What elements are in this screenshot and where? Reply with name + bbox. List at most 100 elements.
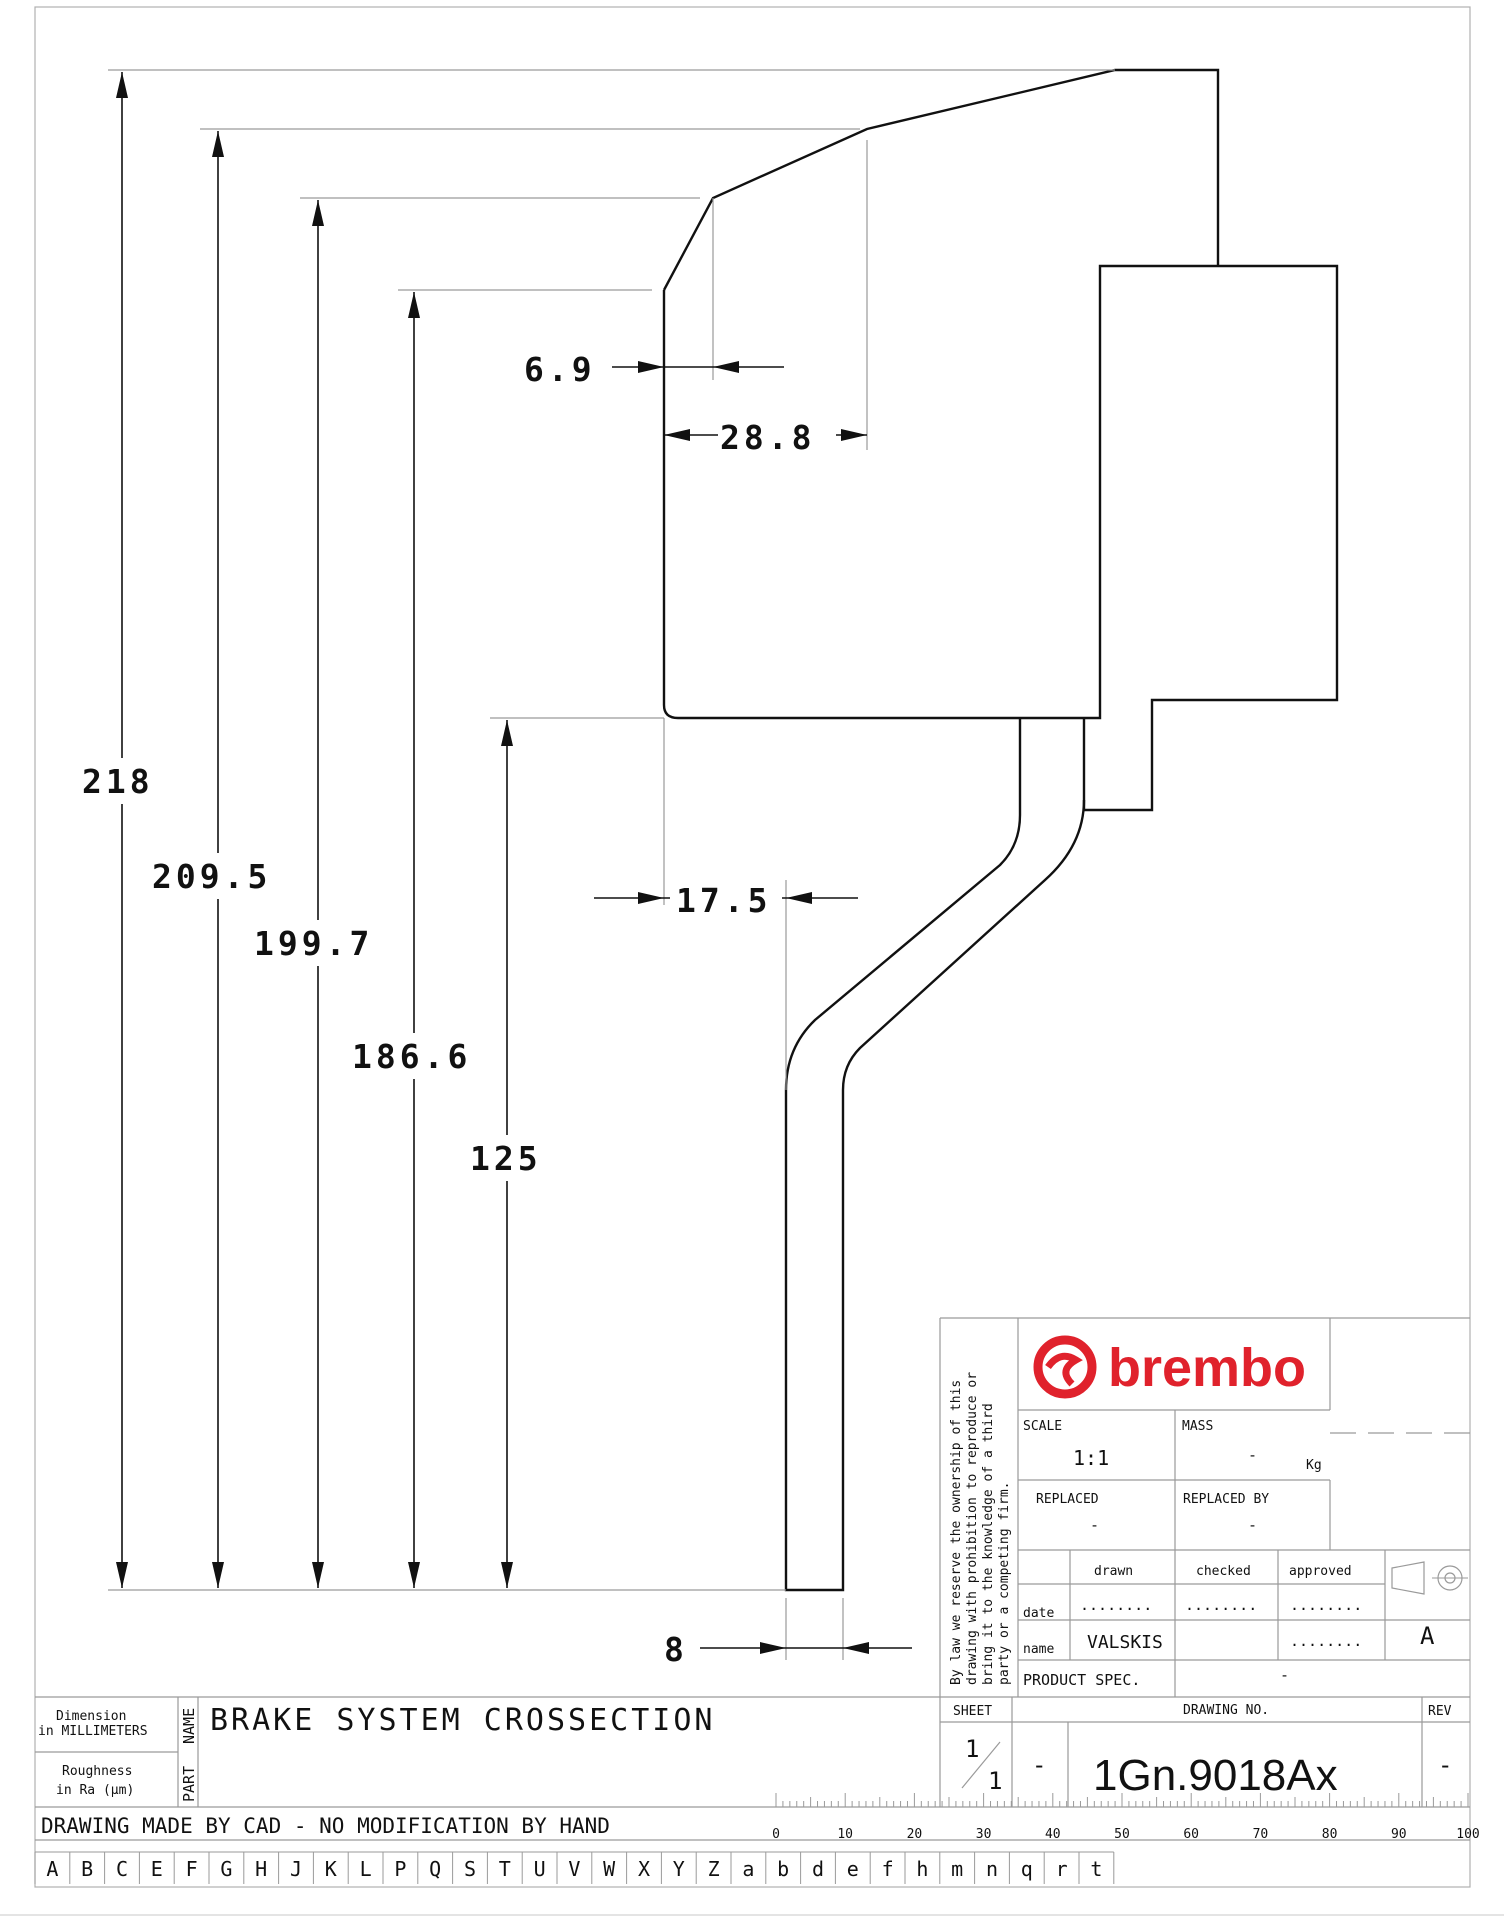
part-name: BRAKE SYSTEM CROSSECTION [210,1703,715,1738]
mass-unit: Kg [1306,1458,1322,1473]
grid-letter: q [1021,1857,1033,1881]
dim-8: 8 [664,1630,688,1669]
name-vertical-label: NAME [180,1708,198,1744]
ruler-label: 100 [1456,1827,1479,1842]
grid-letter: C [116,1857,128,1881]
grid-letter: S [464,1857,476,1881]
rev-label: REV [1428,1704,1452,1719]
mass-label: MASS [1182,1419,1213,1434]
name-label: name [1023,1642,1054,1657]
ruler-label: 80 [1322,1827,1338,1842]
sheet-label: SHEET [953,1704,992,1719]
cad-note: DRAWING MADE BY CAD - NO MODIFICATION BY… [41,1814,610,1838]
legal-notice: By law we reserve the ownership of this … [949,1372,1012,1685]
scale-ruler: 0 10 20 30 40 50 60 70 80 90 100 [772,1793,1480,1842]
legal-line-3: bring it to the knowledge of a third [981,1403,996,1685]
grid-letter: r [1056,1857,1068,1881]
roughness-label-1: Roughness [62,1764,132,1779]
grid-letter: t [1090,1857,1102,1881]
ruler-label: 30 [976,1827,992,1842]
drawn-name: VALSKIS [1087,1632,1163,1653]
grid-letter: L [360,1857,372,1881]
dim-17-5: 17.5 [676,881,771,920]
replaced-by-value: - [1248,1516,1257,1534]
scale-label: SCALE [1023,1419,1062,1434]
ruler-label: 70 [1253,1827,1269,1842]
ruler-label: 10 [837,1827,853,1842]
drawn-label: drawn [1094,1564,1133,1579]
dim-125: 125 [470,1139,542,1178]
grid-letter: T [499,1857,511,1881]
date-checked-dots: ........ [1185,1596,1257,1614]
grid-letter: E [151,1857,163,1881]
grid-letter: F [186,1857,198,1881]
part-outline [662,68,1339,1592]
date-approved-dots: ........ [1290,1596,1362,1614]
sheet-dash: - [1032,1751,1046,1779]
grid-letter: K [325,1857,337,1881]
date-drawn-dots: ........ [1080,1596,1152,1614]
grid-letter: V [568,1857,580,1881]
name-approved-dots: ........ [1290,1632,1362,1650]
projection-letter: A [1420,1622,1435,1650]
grid-letter: G [220,1857,232,1881]
grid-letter: W [603,1857,616,1881]
sheet-number: 1 [965,1735,979,1763]
ruler-label: 90 [1391,1827,1407,1842]
ruler-label: 60 [1183,1827,1199,1842]
product-spec-label: PRODUCT SPEC. [1023,1671,1140,1689]
replaced-by-label: REPLACED BY [1183,1492,1269,1507]
grid-letter: H [255,1857,267,1881]
grid-letter: m [951,1857,963,1881]
grid-letter: P [394,1857,406,1881]
legal-line-4: party or a competing firm. [997,1482,1012,1686]
grid-letter: A [46,1857,58,1881]
grid-letter: e [847,1857,859,1881]
dim-209-5: 209.5 [152,857,271,896]
rev-value: - [1438,1751,1452,1779]
pad-block-outline [662,264,1339,812]
replaced-value: - [1090,1516,1099,1534]
dim-6-9: 6.9 [524,350,596,389]
ruler-label: 40 [1045,1827,1061,1842]
grid-letter: B [81,1857,93,1881]
dim-199-7: 199.7 [254,924,373,963]
drawing-number: 1Gn.9018Ax [1093,1751,1338,1800]
logo-mark-icon [1033,1335,1097,1399]
grid-letter: Z [708,1857,720,1881]
projection-symbol-icon [1391,1561,1468,1595]
legal-line-2: drawing with prohibition to reproduce or [965,1372,980,1685]
ruler-label: 50 [1114,1827,1130,1842]
part-vertical-label: PART [180,1766,198,1802]
grid-letter: h [916,1857,928,1881]
grid-letter: f [882,1857,894,1881]
scale-value: 1:1 [1073,1446,1109,1470]
dim-28-8: 28.8 [720,418,815,457]
grid-letter: n [986,1857,998,1881]
replaced-label: REPLACED [1036,1492,1099,1507]
disc-section-outline [784,718,1086,1592]
grid-letter: J [290,1857,302,1881]
roughness-label-2: in Ra (µm) [56,1783,134,1798]
grid-letter: a [742,1857,754,1881]
ruler-label: 20 [907,1827,923,1842]
mass-value: - [1248,1446,1257,1464]
grid-letter: U [534,1857,546,1881]
grid-letter: d [812,1857,824,1881]
ruler-label: 0 [772,1827,780,1842]
product-spec-value: - [1280,1666,1289,1684]
dim-218: 218 [82,762,154,801]
dimension-label-1: Dimension [56,1709,126,1724]
brand-name: brembo [1108,1338,1306,1398]
title-block [35,1317,1470,1841]
date-label: date [1023,1606,1054,1621]
grid-letter: Y [673,1857,685,1881]
dimension-label-2: in MILLIMETERS [38,1724,148,1739]
grid-letter: X [638,1857,650,1881]
sheet-total: 1 [988,1767,1002,1795]
grid-letter: Q [429,1857,441,1881]
legal-line-1: By law we reserve the ownership of this [949,1380,964,1685]
approved-label: approved [1289,1564,1352,1579]
